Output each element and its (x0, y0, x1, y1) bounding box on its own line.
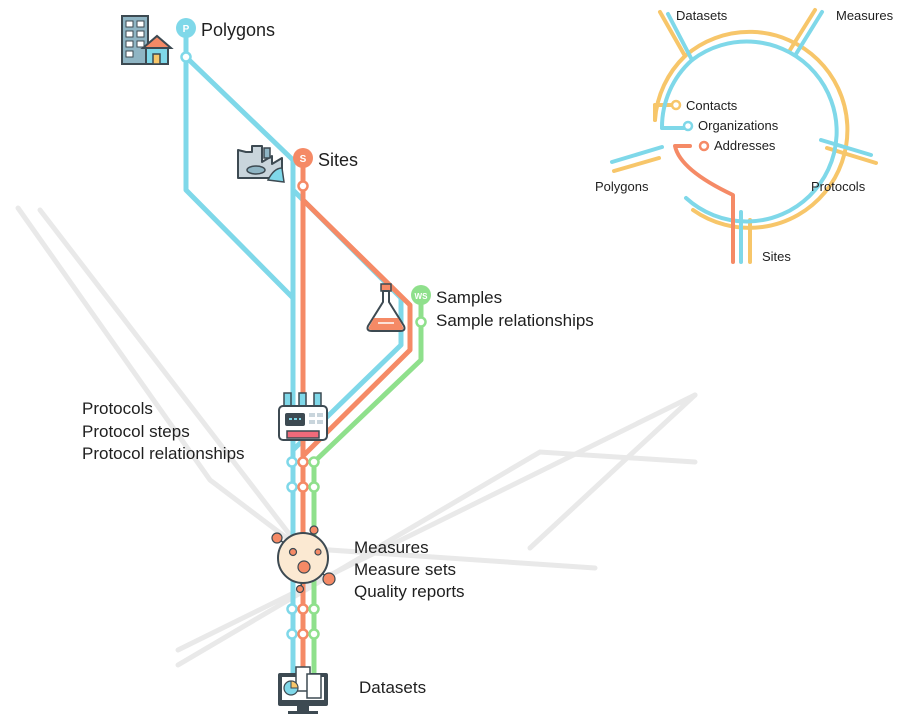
mini-map-protocols-label: Protocols (811, 179, 866, 194)
monitor-chart-icon (278, 666, 328, 714)
background-tracks (15, 205, 698, 668)
mini-map-addresses-label: Addresses (714, 138, 776, 153)
mini-map-organizations-label: Organizations (698, 118, 779, 133)
svg-text:S: S (300, 154, 307, 165)
organizations-ring (682, 120, 694, 132)
mini-map-orange-line (673, 144, 735, 264)
protocol-steps-label: Protocol steps (82, 422, 190, 441)
measure-sets-label: Measure sets (354, 560, 456, 579)
sample-relationships-label: Sample relationships (436, 311, 594, 330)
quality-reports-label: Quality reports (354, 582, 465, 601)
station-ring (286, 603, 298, 615)
virus-icon (271, 525, 336, 594)
sites-badge: S (293, 148, 313, 168)
station-ring (308, 603, 320, 615)
sites-label: Sites (318, 150, 358, 170)
measures-label: Measures (354, 538, 429, 557)
station-ring (286, 456, 298, 468)
station-ring (308, 481, 320, 493)
station-ring (297, 481, 309, 493)
station-ring (415, 316, 427, 328)
station-ring (286, 628, 298, 640)
mini-map-sites-label: Sites (762, 249, 791, 264)
svg-text:P: P (183, 24, 190, 35)
mini-map-measures-label: Measures (836, 8, 894, 23)
mini-map-datasets-label: Datasets (676, 8, 728, 23)
flask-icon (366, 283, 406, 332)
datasets-label: Datasets (359, 678, 426, 697)
mini-map-polygons-label: Polygons (595, 179, 649, 194)
addresses-ring (698, 140, 710, 152)
building-house-icon (121, 15, 174, 65)
protocol-relationships-label: Protocol relationships (82, 444, 245, 463)
station-ring (297, 180, 309, 192)
station-rings (180, 51, 427, 640)
mini-map-contacts-label: Contacts (686, 98, 738, 113)
samples-badge: WS (411, 285, 431, 305)
station-ring (286, 481, 298, 493)
station-ring (308, 628, 320, 640)
lab-machine-icon (278, 392, 328, 441)
protocols-label: Protocols (82, 399, 153, 418)
polygons-badge: P (176, 18, 196, 38)
polygons-label: Polygons (201, 20, 275, 40)
factory-icon (237, 145, 285, 183)
mini-map (610, 8, 878, 264)
samples-label: Samples (436, 288, 502, 307)
station-ring (308, 456, 320, 468)
station-ring (297, 628, 309, 640)
station-ring (297, 603, 309, 615)
svg-text:WS: WS (415, 292, 429, 301)
station-ring (297, 456, 309, 468)
contacts-ring (670, 99, 682, 111)
station-ring (180, 51, 192, 63)
mini-map-blue-line (610, 10, 873, 264)
